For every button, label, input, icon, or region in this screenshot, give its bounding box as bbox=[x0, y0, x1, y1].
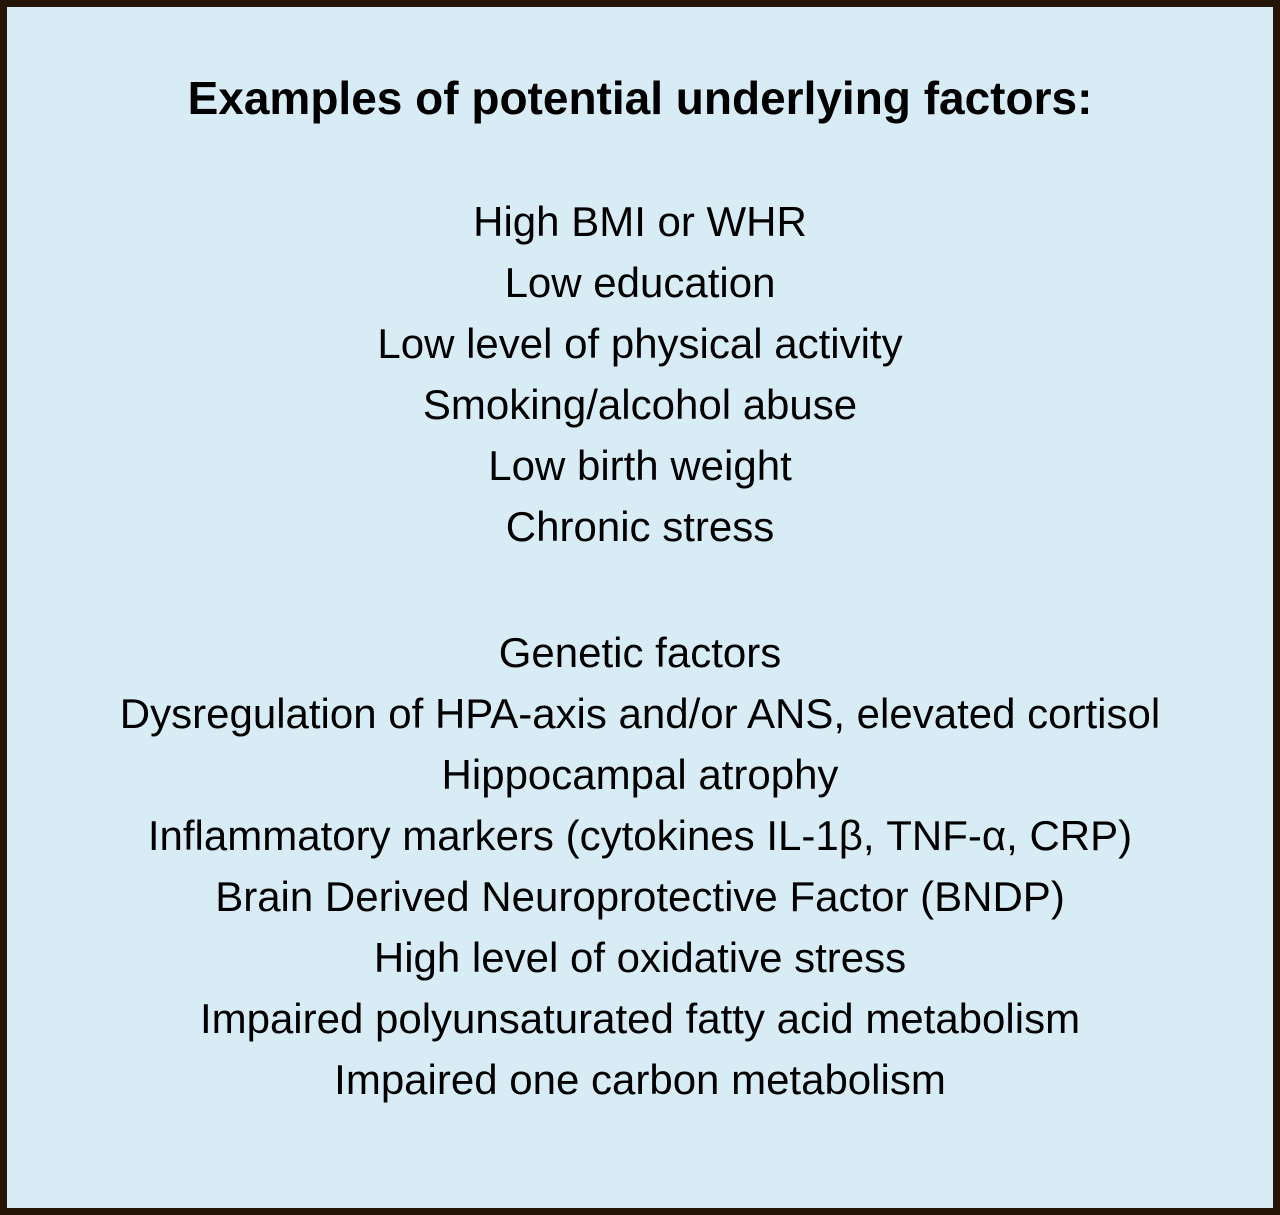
group-spacer bbox=[7, 557, 1273, 622]
box-content: Examples of potential underlying factors… bbox=[7, 7, 1273, 1110]
lifestyle-factors-group: High BMI or WHR Low education Low level … bbox=[7, 191, 1273, 557]
factor-line: Low level of physical activity bbox=[377, 320, 903, 367]
factor-line: Chronic stress bbox=[505, 503, 775, 550]
factor-line: Brain Derived Neuroprotective Factor (BN… bbox=[215, 873, 1065, 920]
factor-line: Smoking/alcohol abuse bbox=[422, 381, 858, 428]
factor-line: Low education bbox=[504, 259, 776, 306]
factor-line: Inflammatory markers (cytokines IL-1β, T… bbox=[147, 812, 1133, 859]
factor-line: Dysregulation of HPA-axis and/or ANS, el… bbox=[119, 690, 1161, 737]
factor-line: High level of oxidative stress bbox=[373, 934, 907, 981]
factor-line: Impaired one carbon metabolism bbox=[334, 1056, 946, 1103]
factor-line: Genetic factors bbox=[498, 629, 782, 676]
factor-line: High BMI or WHR bbox=[473, 198, 807, 245]
biological-factors-group: Genetic factors Dysregulation of HPA-axi… bbox=[7, 622, 1273, 1110]
factor-line: Hippocampal atrophy bbox=[441, 751, 839, 798]
title-spacer bbox=[7, 129, 1273, 191]
figure-title: Examples of potential underlying factors… bbox=[187, 72, 1093, 124]
factor-line: Impaired polyunsaturated fatty acid meta… bbox=[199, 995, 1081, 1042]
factor-line: Low birth weight bbox=[488, 442, 792, 489]
